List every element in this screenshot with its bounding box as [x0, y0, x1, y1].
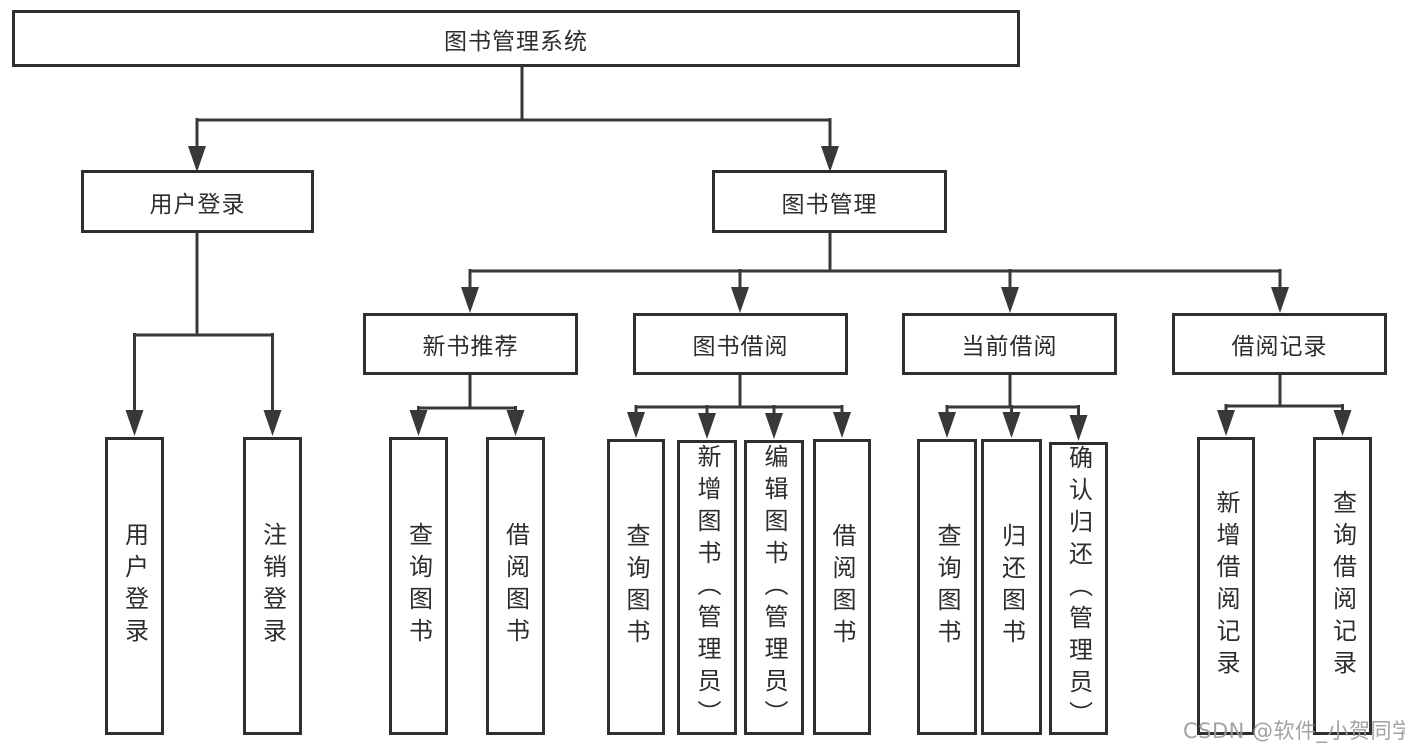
leaf-confirm-return-admin: 确认归还（管理员）: [1049, 442, 1108, 735]
leaf-add-book-admin: 新增图书（管理员）: [677, 440, 737, 735]
node-label: 用户登录: [149, 191, 246, 218]
node-label: 查询图书: [404, 522, 433, 650]
node-label: 查询借阅记录: [1328, 490, 1357, 682]
node-label: 新增图书（管理员）: [693, 443, 721, 732]
node-current-borrow: 当前借阅: [902, 313, 1117, 375]
node-label: 用户登录: [120, 522, 149, 650]
node-label: 借阅图书: [501, 522, 530, 650]
node-label: 确认归还（管理员）: [1064, 444, 1093, 733]
leaf-user-login: 用户登录: [105, 437, 164, 735]
connector-root-to-level2: [195, 66, 832, 166]
leaf-return-books: 归还图书: [981, 439, 1042, 735]
leaf-add-borrow-record: 新增借阅记录: [1197, 437, 1255, 735]
connector-new-book-recommend-children: [417, 375, 517, 430]
leaf-edit-book-admin: 编辑图书（管理员）: [744, 440, 804, 735]
leaf-query-books-current: 查询图书: [917, 439, 977, 735]
leaf-borrow-books-borrow: 借阅图书: [813, 439, 871, 735]
connector-book-borrow-children: [634, 375, 844, 433]
node-label: 图书管理系统: [444, 28, 588, 55]
node-borrow-records: 借阅记录: [1172, 313, 1387, 375]
node-label: 新增借阅记录: [1212, 490, 1240, 682]
connector-user-login-children: [133, 233, 274, 430]
node-book-borrow: 图书借阅: [633, 313, 848, 375]
node-book-management: 图书管理: [712, 170, 947, 233]
node-label: 新书推荐: [422, 334, 519, 360]
node-user-login: 用户登录: [81, 170, 314, 233]
leaf-query-borrow-record: 查询借阅记录: [1313, 437, 1372, 735]
node-label: 借阅记录: [1231, 334, 1328, 360]
connector-current-borrow-children: [945, 375, 1080, 435]
csdn-watermark: CSDN @软件_小贺同学: [1183, 719, 1405, 743]
node-new-book-recommend: 新书推荐: [363, 313, 578, 375]
node-label: 注销登录: [258, 522, 287, 650]
leaf-query-books-recommend: 查询图书: [389, 437, 448, 735]
node-label: 编辑图书（管理员）: [760, 443, 788, 732]
node-label: 图书管理: [781, 191, 878, 218]
leaf-logout: 注销登录: [243, 437, 302, 735]
node-root: 图书管理系统: [12, 10, 1020, 67]
connector-book-management-children: [468, 233, 1282, 307]
leaf-query-books-borrow: 查询图书: [607, 439, 665, 735]
node-label: 归还图书: [997, 523, 1026, 651]
node-label: 图书借阅: [692, 334, 789, 360]
node-label: 借阅图书: [828, 523, 856, 651]
connector-borrow-records-children: [1224, 375, 1344, 430]
node-label: 查询图书: [933, 523, 961, 651]
leaf-borrow-books-recommend: 借阅图书: [486, 437, 545, 735]
node-label: 当前借阅: [961, 334, 1058, 360]
node-label: 查询图书: [622, 523, 650, 651]
